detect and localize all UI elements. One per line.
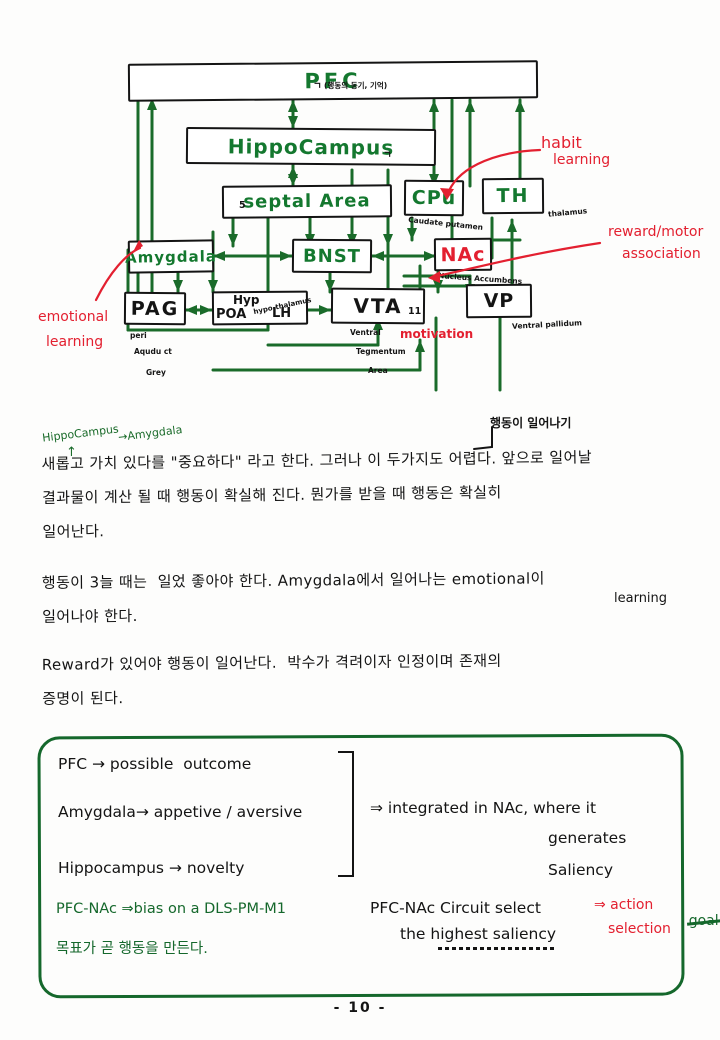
node-septal-prefix: 5 (239, 200, 246, 211)
node-vta-annotation-3: Area (368, 366, 388, 375)
green-callout-amygdala: →Amygdala (117, 423, 184, 444)
node-pag-annotation-1: peri (130, 331, 147, 340)
summary-green-line: PFC-NAc ⇒bias on a DLS-PM-M1 (56, 901, 287, 917)
summary-red-2: selection (608, 921, 671, 937)
node-vp: VP (465, 283, 533, 319)
node-bnst-label: BNST (302, 245, 362, 267)
node-vp-annotation: Ventral pallidum (511, 318, 583, 331)
node-amygdala-label: Amygdala (124, 246, 218, 267)
summary-integrated-1: ⇒ integrated in NAc, where it (370, 799, 597, 817)
note-paragraph-3: Reward가 있어야 행동이 일어난다. 박수가 격려이자 인정이며 존재의 … (41, 651, 502, 708)
node-nac: NAc (433, 237, 493, 272)
red-annotation-reward-2: association (622, 246, 701, 262)
node-vta-subscript: 11 (408, 306, 422, 317)
red-annotation-emotional-2: learning (46, 334, 104, 350)
node-cpu-label: CPu (411, 186, 457, 210)
node-hyp-label: Hyp (233, 293, 260, 307)
summary-circuit-2: the highest saliency (400, 925, 557, 943)
node-pag-label: PAG (130, 297, 180, 320)
summary-integrated-2: generates (548, 829, 627, 847)
node-pfc-annotation: (행동의 동기, 기억) (324, 81, 388, 90)
node-pfc-subscript: ㄱ (313, 81, 322, 92)
summary-content: PFC → possible outcome Amygdala→ appetiv… (0, 735, 720, 1005)
node-pag: PAG (123, 291, 187, 326)
node-cpu: CPu (403, 179, 465, 217)
black-callout-top: 행동이 일어나기 (490, 416, 572, 430)
handwritten-notes: HippoCampus ↑ →Amygdala 행동이 일어나기 새롭고 가치 … (0, 405, 720, 725)
summary-red-1: ⇒ action (594, 897, 654, 913)
node-lh-label: LH (272, 306, 292, 321)
note-paragraph-2: 행동이 3늘 때는 일었 좋아야 한다. Amygdala에서 일어나는 emo… (41, 569, 545, 626)
red-annotation-reward-1: reward/motor (608, 224, 704, 240)
page-number: - 10 - (333, 1000, 387, 1016)
summary-grouping-bracket (338, 751, 354, 877)
green-callout-arrow-icon: ↑ (66, 445, 77, 460)
node-amygdala: Amygdala (124, 239, 218, 274)
summary-green-line-kr: 목표가 곧 행동을 만든다. (56, 941, 208, 957)
red-annotation-motivation: motivation (400, 327, 474, 341)
node-hippocampus: HippoCampus (185, 127, 437, 166)
node-cpu-annotation: Caudate putamen (407, 215, 484, 232)
node-pag-annotation-3: Grey (146, 368, 166, 377)
node-hippocampus-subscript: ㄱ (383, 150, 392, 161)
node-nac-label: NAc (440, 243, 486, 266)
red-annotation-emotional-1: emotional (38, 309, 109, 325)
node-vta-label: VTA (353, 293, 403, 319)
green-callout-hippocampus: HippoCampus (41, 422, 120, 445)
summary-integrated-3: Saliency (548, 861, 614, 879)
callout-hook-icon (473, 426, 493, 450)
node-vta-annotation-1: Ventral (350, 328, 381, 337)
summary-line-hippocampus: Hippocampus → novelty (58, 859, 245, 877)
saliency-underline (438, 947, 554, 950)
node-vta-annotation-2: Tegmentum (356, 347, 406, 356)
node-th-annotation: thalamus (547, 206, 588, 219)
summary-circuit-1: PFC-NAc Circuit select (370, 899, 541, 917)
note-paragraph-1: 새롭고 가치 있다를 "중요하다" 라고 한다. 그러나 이 두가지도 어렵다.… (41, 448, 593, 541)
node-septal-area-label: septal Area (243, 190, 371, 213)
node-th-label: TH (496, 184, 530, 208)
brain-circuit-diagram: PFC ㄱ (행동의 동기, 기억) HippoCampus ㄱ septal … (0, 0, 720, 400)
node-vp-label: VP (483, 289, 515, 313)
node-bnst: BNST (291, 238, 373, 274)
node-th: TH (481, 177, 545, 215)
summary-crossed-out-goal: goal (688, 913, 719, 929)
node-septal-area: septal Area (221, 184, 393, 219)
node-poa-label: POA (216, 307, 247, 322)
red-annotation-habit-2: learning (553, 152, 611, 168)
node-pag-annotation-2: Aqudu ct (134, 347, 172, 356)
note-paragraph-2-superscript: learning (614, 591, 668, 606)
node-hippocampus-label: HippoCampus (227, 133, 395, 160)
summary-line-pfc: PFC → possible outcome (58, 755, 252, 773)
summary-line-amygdala: Amygdala→ appetive / aversive (58, 803, 303, 821)
red-annotation-habit-1: habit (541, 133, 582, 152)
